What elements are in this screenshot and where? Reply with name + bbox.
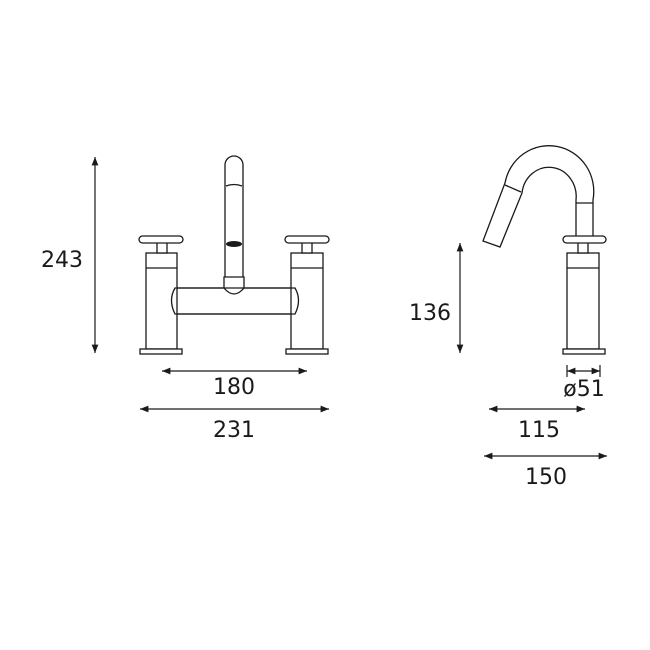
front-view-tap bbox=[138, 155, 330, 355]
overall-depth-label: 150 bbox=[525, 465, 567, 490]
right-handle bbox=[284, 235, 330, 244]
spout bbox=[224, 155, 244, 277]
body-height-label: 136 bbox=[409, 301, 451, 326]
aerator bbox=[226, 241, 242, 247]
spout-reach-label: 115 bbox=[518, 418, 560, 443]
height-label: 243 bbox=[41, 248, 83, 273]
handle-centres-label: 180 bbox=[213, 375, 255, 400]
left-handle bbox=[138, 235, 184, 244]
side-spout bbox=[482, 145, 595, 248]
right-valve bbox=[284, 235, 330, 355]
side-view-tap bbox=[482, 145, 607, 355]
base-diameter-label: ø51 bbox=[563, 377, 604, 402]
overall-width-label: 231 bbox=[213, 418, 255, 443]
side-handle bbox=[562, 235, 607, 244]
